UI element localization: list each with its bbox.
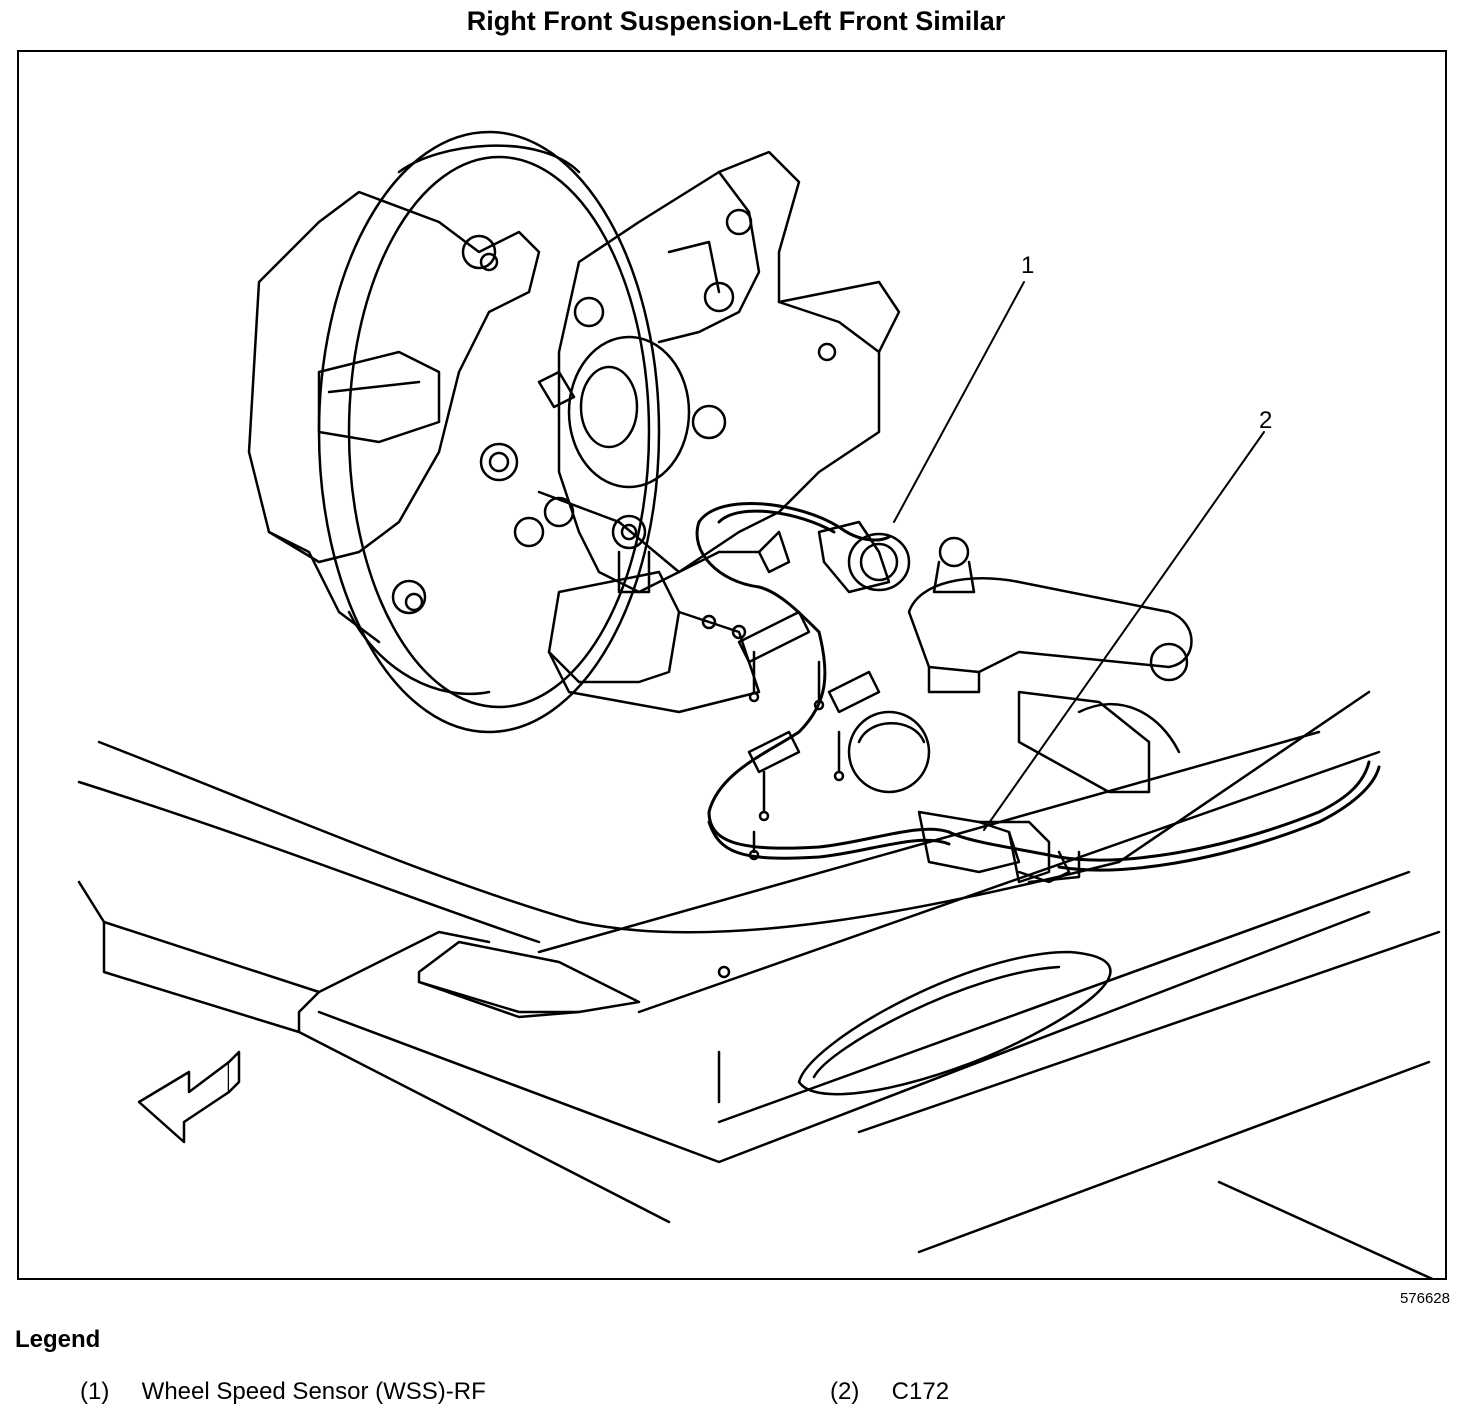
legend-heading: Legend [15, 1326, 101, 1353]
steering-knuckle [537, 150, 901, 594]
brake-caliper [247, 190, 727, 644]
callout-2: 2 [1259, 407, 1273, 434]
legend-item-number: (2) [830, 1378, 860, 1405]
c172-connector [917, 810, 1081, 884]
legend-item-2: (2) C172 [830, 1378, 949, 1406]
floor-pan [77, 690, 1441, 1278]
lower-control-arm [547, 514, 761, 714]
legend-item-1: (1) Wheel Speed Sensor (WSS)-RF [80, 1378, 486, 1406]
illustration-frame: 1 2 [17, 50, 1447, 1280]
sensor-harness [695, 502, 1381, 872]
wss-connector [757, 520, 911, 594]
front-direction-arrow-icon [137, 1050, 241, 1144]
legend-item-text: C172 [891, 1378, 950, 1405]
suspension-illustration [77, 130, 1441, 1278]
callout-1: 1 [1021, 252, 1035, 279]
legend-item-text: Wheel Speed Sensor (WSS)-RF [141, 1378, 486, 1405]
legend-item-number: (1) [80, 1378, 110, 1405]
tie-rod [907, 536, 1193, 794]
harness-clips [737, 610, 881, 861]
diagram-title: Right Front Suspension-Left Front Simila… [466, 6, 1006, 36]
brake-rotor [317, 130, 661, 734]
figure-id: 576628 [1399, 1290, 1450, 1307]
callout-leaders [893, 281, 1265, 831]
